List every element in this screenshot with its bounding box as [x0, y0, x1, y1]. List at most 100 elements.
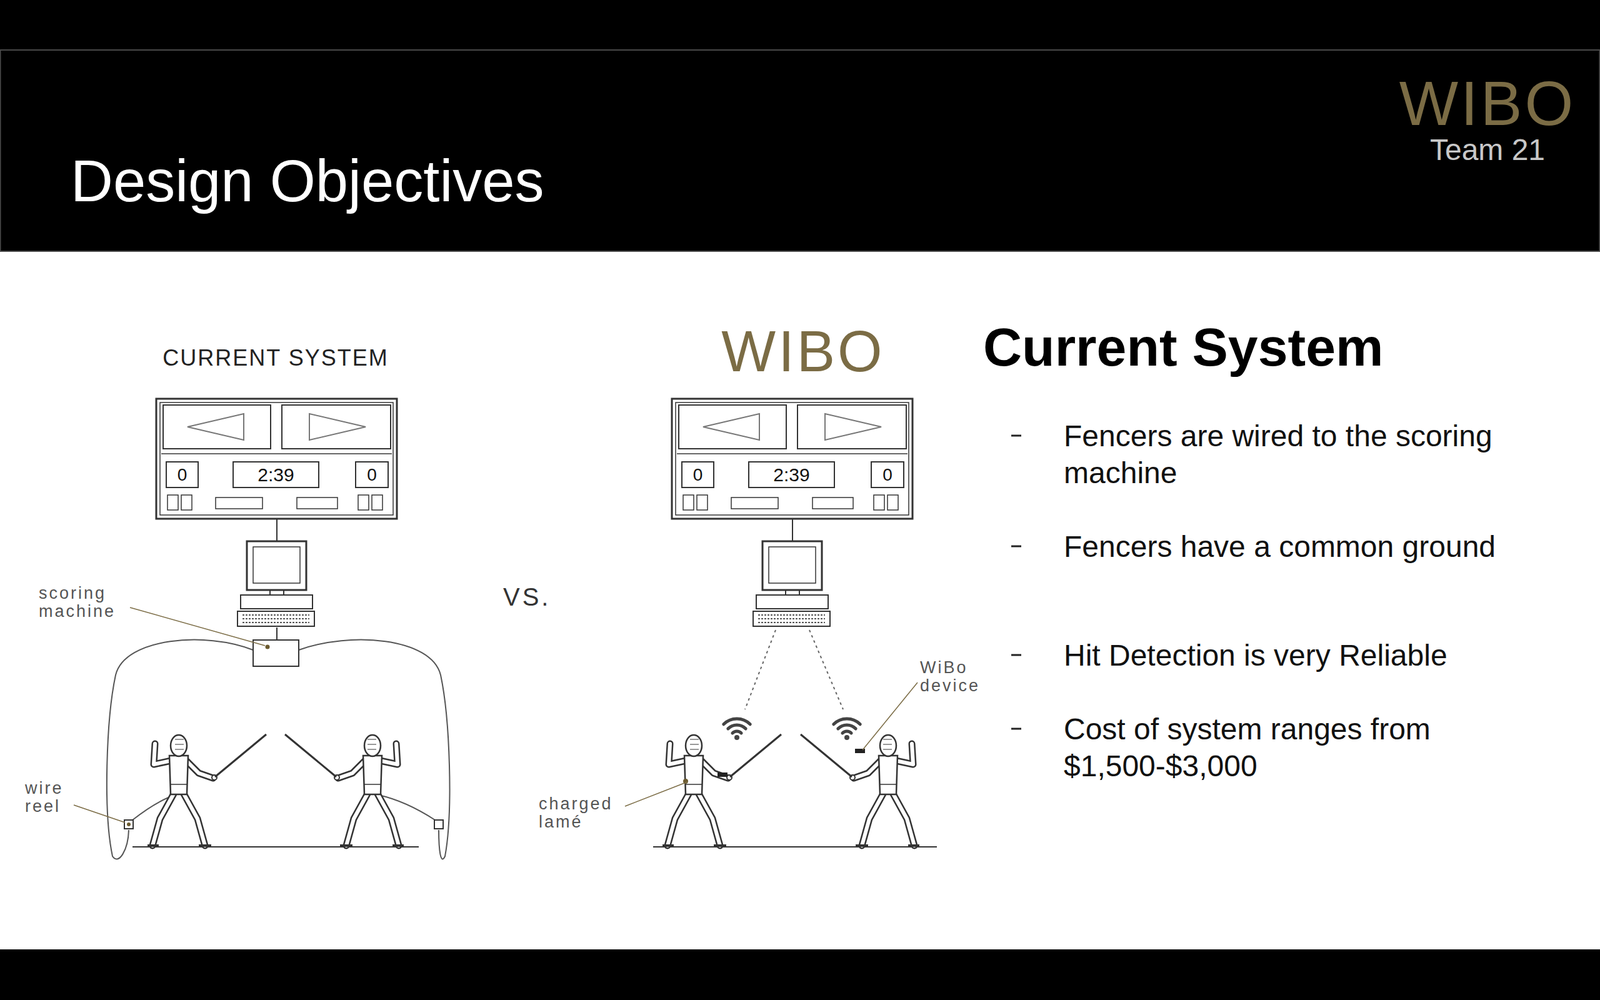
score-text: 0 [882, 465, 893, 485]
score-text: 2:39 [257, 464, 294, 486]
logo: WIBO [712, 318, 894, 385]
torso [169, 755, 189, 795]
mask [170, 735, 187, 757]
wifi-symbol [833, 718, 860, 740]
limb-outline [895, 743, 914, 765]
wibo-device [717, 772, 728, 777]
indicator-box [873, 495, 885, 510]
scoreboard [156, 398, 397, 627]
limb-outline [861, 793, 884, 846]
part-label: WiBo device [920, 658, 1002, 695]
blade [800, 734, 852, 777]
fencer [147, 734, 267, 846]
torso [684, 755, 704, 795]
indicator-box [358, 495, 369, 510]
mask-mesh [883, 739, 892, 750]
wifi-arc [723, 718, 750, 725]
score-box: 0 [355, 461, 389, 489]
machine-cable [276, 627, 278, 640]
limb-outline [152, 793, 174, 846]
piste [653, 846, 937, 848]
wifi-arc [838, 725, 856, 729]
panel-heading: CURRENT SYSTEM [150, 345, 401, 371]
limb [667, 793, 689, 846]
limb [338, 760, 365, 779]
keyboard [753, 611, 830, 627]
indicator-bar [812, 497, 854, 509]
score-text: 0 [177, 465, 188, 485]
wireless-link [745, 630, 776, 710]
shoes [147, 844, 212, 847]
wireless-link [809, 630, 844, 710]
right-arrow-light [825, 413, 882, 440]
leader-line [862, 682, 918, 750]
right-arrow-light [309, 413, 366, 440]
divider [161, 453, 392, 455]
logo: WIBO [1396, 67, 1579, 140]
board-cable [791, 518, 794, 542]
fencer [800, 734, 920, 846]
limb [183, 793, 205, 846]
light-panel [797, 405, 907, 449]
scoreboard-frame [671, 398, 913, 519]
limb-outline [338, 760, 365, 779]
section-heading: Current System [983, 316, 1571, 379]
left-arrow-light [187, 413, 244, 440]
score-box: 0 [165, 461, 199, 489]
part-label: scoring machine [38, 584, 133, 621]
limb-outline [346, 793, 368, 846]
mask [685, 735, 702, 757]
limb [893, 793, 915, 846]
part-label: wire reel [25, 779, 82, 816]
bullet-dash [1011, 435, 1022, 437]
shoes [855, 844, 920, 847]
score-text: 0 [693, 465, 704, 485]
limb [377, 793, 399, 846]
left-arrow-light [703, 413, 760, 440]
wire-reel [124, 820, 134, 829]
limb [853, 760, 881, 779]
monitor-screen [768, 546, 816, 584]
limb-outline [380, 743, 398, 765]
limb-outline [893, 793, 915, 846]
mask-mesh [690, 739, 699, 750]
keyboard-keys [758, 621, 825, 624]
limb [698, 793, 720, 846]
light-panel [163, 405, 271, 449]
limb-outline [186, 760, 214, 779]
limb [186, 760, 214, 779]
indicator-box [167, 495, 179, 510]
monitor [246, 541, 307, 590]
wifi-arc [732, 731, 742, 734]
body-wire [298, 640, 450, 860]
limb [895, 743, 914, 765]
team-name: Team 21 [1396, 132, 1579, 167]
indicator-box [371, 495, 383, 510]
score-box: 0 [681, 461, 715, 489]
bullet-text: Fencers have a common ground [1063, 528, 1583, 565]
wifi-arc [842, 731, 852, 734]
score-text: 2:39 [773, 464, 810, 486]
monitor-stand [785, 590, 800, 595]
scoreboard-inner [675, 402, 909, 515]
scoreboard [671, 398, 913, 627]
wifi-dot [734, 735, 740, 740]
torso [878, 755, 898, 795]
shoes [662, 844, 727, 847]
leader-line [130, 607, 265, 646]
jacket-hem [880, 783, 897, 785]
scoreboard-inner [160, 402, 394, 515]
body-wire [106, 640, 254, 860]
bullet-text: Fencers are wired to the scoring machine [1063, 417, 1583, 492]
header-band [0, 0, 1600, 252]
mask [364, 735, 381, 757]
limb-outline [698, 793, 720, 846]
limb-outline [377, 793, 399, 846]
mask-mesh [367, 739, 377, 750]
indicator-bar [215, 497, 263, 509]
slide-title: Design Objectives [70, 147, 545, 215]
limb [380, 743, 398, 765]
light-panel [281, 405, 391, 449]
bullet-dash [1011, 654, 1022, 657]
